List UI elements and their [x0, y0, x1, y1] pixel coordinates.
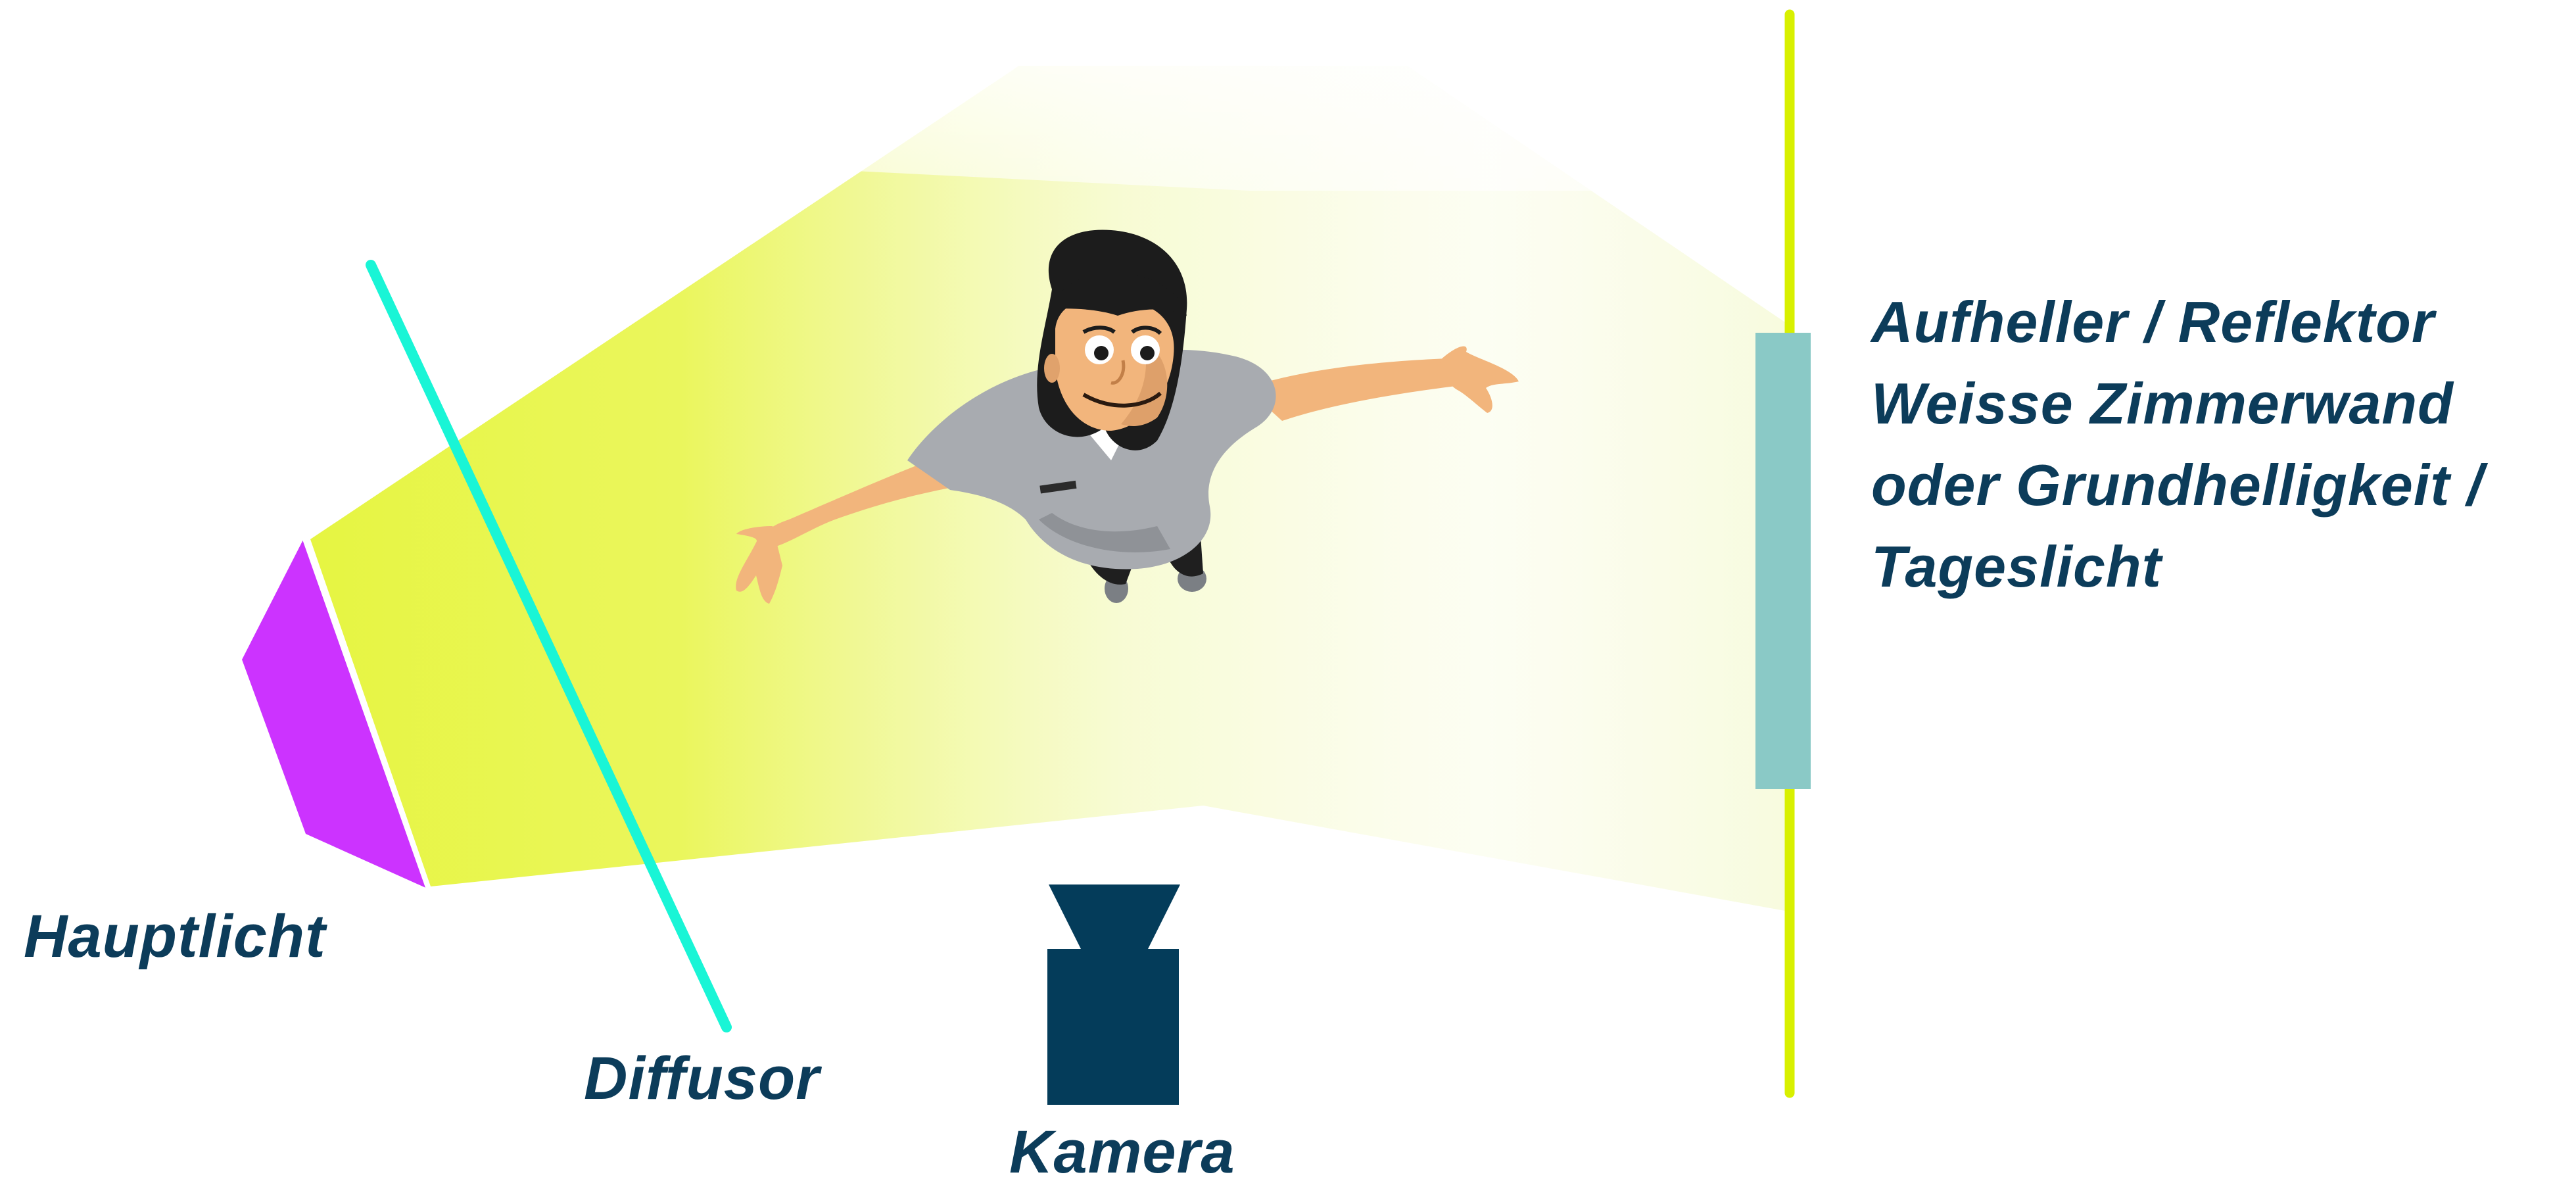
- reflector-label-line: Tageslicht: [1871, 526, 2483, 608]
- reflector-panel: [1755, 333, 1811, 789]
- reflector-label: Aufheller / Reflektor Weisse Zimmerwand …: [1871, 281, 2483, 608]
- reflector-stand: [1755, 14, 1811, 1093]
- camera-label: Kamera: [1009, 1118, 1235, 1187]
- diffuser-label: Diffusor: [584, 1044, 820, 1113]
- reflector-label-line: oder Grundhelligkeit /: [1871, 445, 2483, 526]
- camera-icon: [1047, 884, 1180, 1105]
- reflector-label-line: Weisse Zimmerwand: [1871, 363, 2483, 445]
- main-light-label: Hauptlicht: [24, 902, 326, 971]
- reflector-label-line: Aufheller / Reflektor: [1871, 281, 2483, 363]
